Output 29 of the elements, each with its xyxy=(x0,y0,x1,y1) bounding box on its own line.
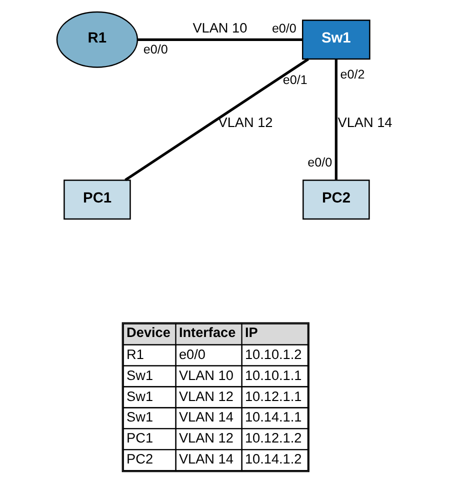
label: VLAN 10 xyxy=(178,368,234,383)
label: VLAN 14 xyxy=(178,410,234,425)
label: 10.14.1.1 xyxy=(244,410,302,425)
label: R1 xyxy=(126,346,144,362)
label: VLAN 12 xyxy=(178,430,234,446)
label: 10.12.1.2 xyxy=(244,430,302,446)
edge-label: VLAN 10 xyxy=(192,20,248,36)
label: Sw1 xyxy=(126,388,154,404)
label: Device xyxy=(126,324,170,340)
label: Sw1 xyxy=(126,410,154,425)
label: e0/0 xyxy=(178,346,206,362)
label: VLAN 14 xyxy=(178,452,234,467)
label: VLAN 12 xyxy=(178,388,234,404)
label: Interface xyxy=(178,324,236,340)
label: 10.10.1.2 xyxy=(244,346,302,362)
label: IP xyxy=(244,324,258,340)
edge-label: VLAN 14 xyxy=(338,115,392,130)
label: PC2 xyxy=(126,452,154,467)
label: 10.12.1.1 xyxy=(244,388,302,404)
label: Sw1 xyxy=(126,368,154,383)
node-label: e0/2 xyxy=(340,68,365,82)
node-label: e0/0 xyxy=(143,42,168,56)
node-label: e0/0 xyxy=(272,21,296,36)
edge-label: VLAN 12 xyxy=(218,115,273,130)
node-label: e0/0 xyxy=(308,156,332,170)
label: 10.10.1.1 xyxy=(244,368,302,383)
label: PC1 xyxy=(126,430,154,446)
label: 10.14.1.2 xyxy=(244,452,302,467)
node-label: e0/1 xyxy=(282,72,308,87)
